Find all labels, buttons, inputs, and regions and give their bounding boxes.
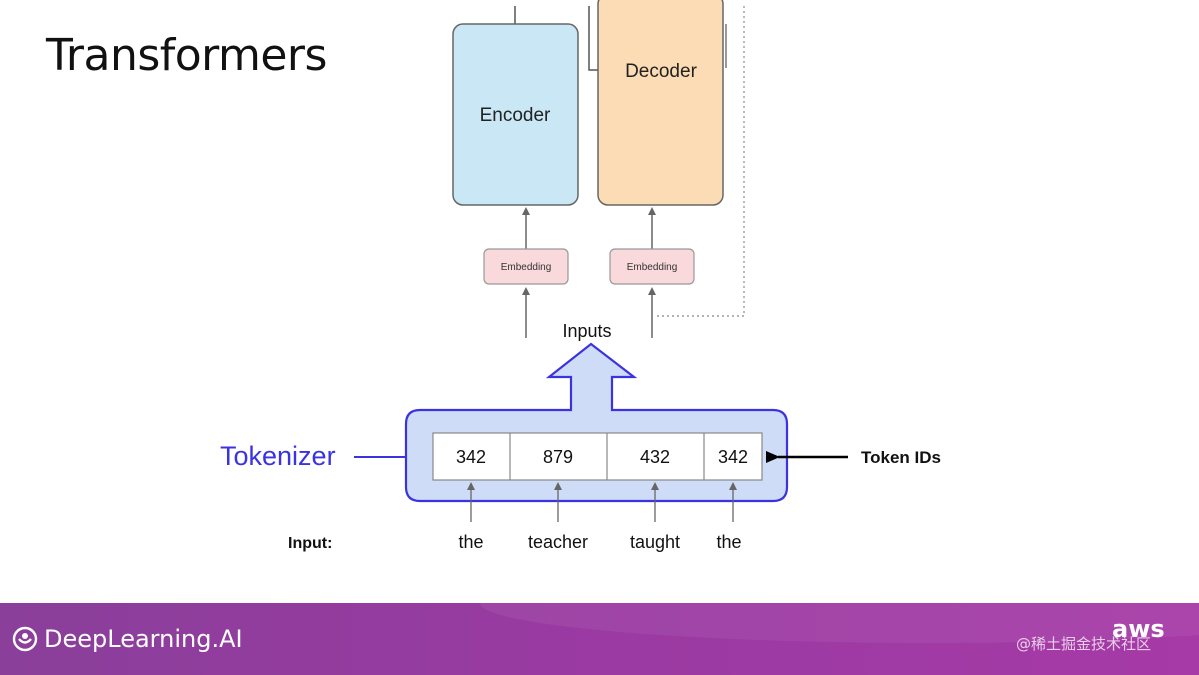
transformer-diagram: Encoder Decoder Embedding Embedding Inpu… xyxy=(220,0,941,552)
token-ids-label: Token IDs xyxy=(861,448,941,467)
input-word: the xyxy=(716,532,741,552)
watermark-text: @稀土掘金技术社区 xyxy=(1016,635,1152,653)
embedding-left-label: Embedding xyxy=(501,262,552,273)
tokenizer-label: Tokenizer xyxy=(220,441,336,471)
decoder-feedback-dotted-line xyxy=(654,6,745,317)
token-ids-strip xyxy=(432,432,763,481)
token-id-cell: 342 xyxy=(456,447,486,467)
input-row-label: Input: xyxy=(288,535,332,552)
deeplearning-logo-icon xyxy=(12,626,38,652)
aws-logo: aws xyxy=(1112,615,1165,643)
slide-title: Transformers xyxy=(46,30,327,81)
decoder-block xyxy=(597,0,724,206)
embedding-left-box xyxy=(483,248,569,285)
decoder-label: Decoder xyxy=(625,61,697,82)
embedding-right-label: Embedding xyxy=(627,262,678,273)
input-word: taught xyxy=(630,532,680,552)
input-word: teacher xyxy=(528,532,588,552)
slide-footer: DeepLearning.AI aws @稀土掘金技术社区 xyxy=(0,603,1199,675)
inputs-label: Inputs xyxy=(562,321,611,341)
encoder-block xyxy=(452,23,579,206)
encoder-decoder-connector xyxy=(588,6,598,71)
encoder-label: Encoder xyxy=(480,105,551,126)
input-word: the xyxy=(458,532,483,552)
token-id-cell: 879 xyxy=(543,447,573,467)
brand-text: DeepLearning.AI xyxy=(44,625,243,653)
token-id-cell: 342 xyxy=(718,447,748,467)
embedding-right-box xyxy=(609,248,695,285)
token-id-cell: 432 xyxy=(640,447,670,467)
deeplearning-ai-logo: DeepLearning.AI xyxy=(12,625,243,653)
